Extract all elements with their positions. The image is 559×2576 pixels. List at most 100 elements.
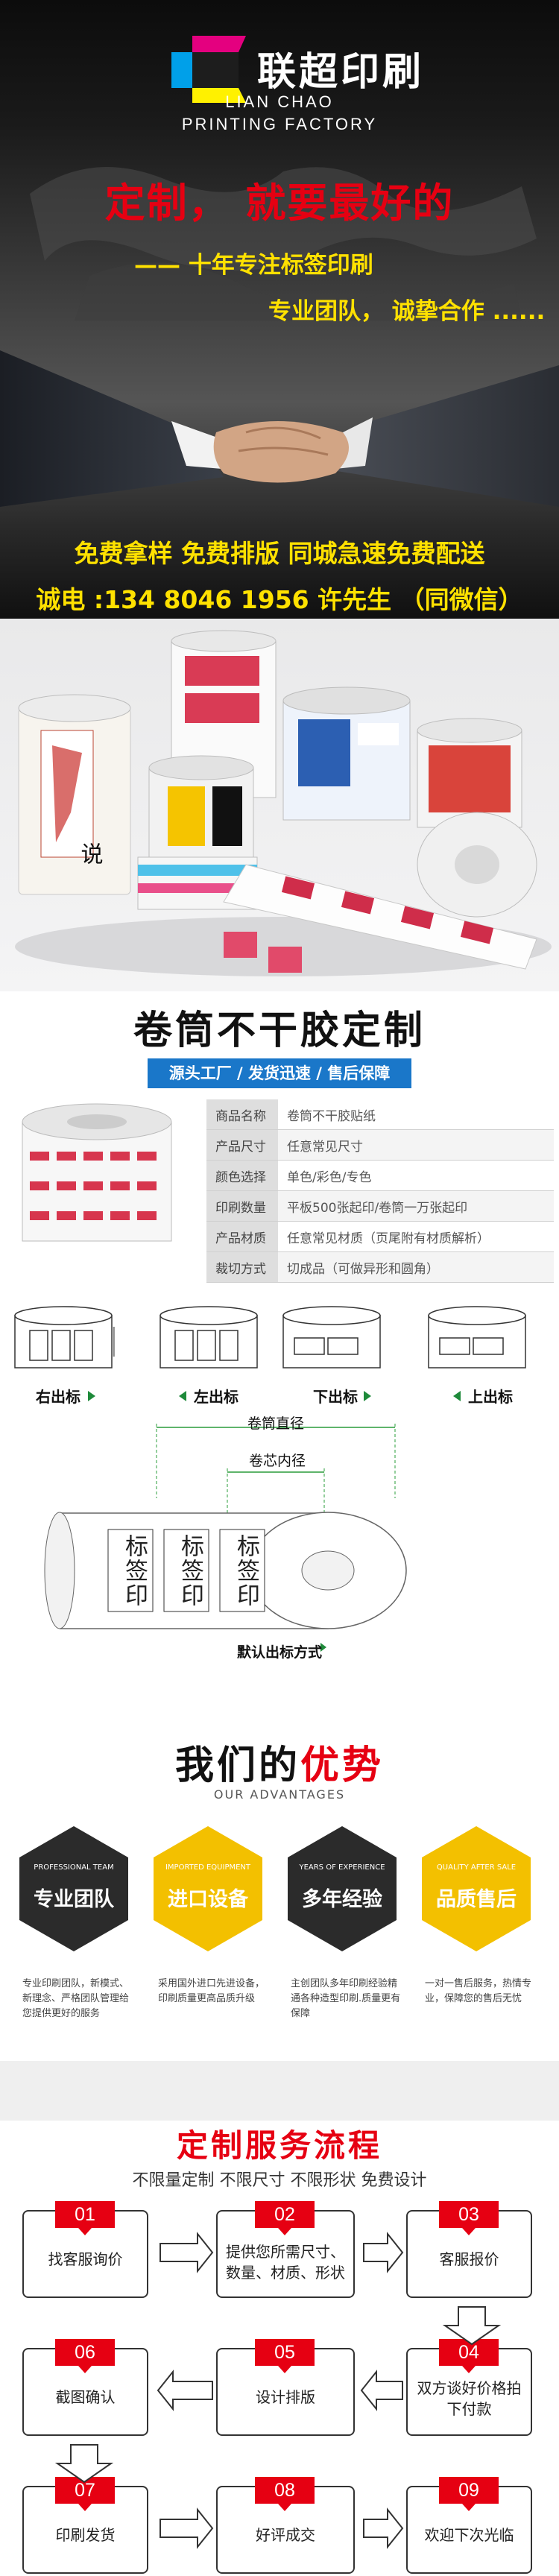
direction-right-label: 右出标 bbox=[36, 1388, 80, 1406]
step-number: 09 bbox=[439, 2477, 499, 2511]
hero-subline-2: 专业团队， 诚挚合作 ...... bbox=[268, 298, 546, 325]
step-text: 双方谈好价格拍下付款 bbox=[417, 2379, 522, 2418]
step-number: 06 bbox=[55, 2339, 115, 2373]
advantage-cn: 多年经验 bbox=[302, 1888, 382, 1911]
roll-label-section: 卷筒不干胶定制 源头工厂 / 发货迅速 / 售后保障 商品名称卷筒不干胶贴纸 产… bbox=[0, 991, 559, 1729]
roll-diameter-label: 卷筒直径 bbox=[247, 1415, 305, 1432]
step-text: 设计排版 bbox=[256, 2388, 315, 2406]
spec-row: 产品尺寸任意常见尺寸 bbox=[206, 1129, 554, 1161]
spec-value: 单色/彩色/专色 bbox=[278, 1160, 554, 1191]
handshake-image bbox=[0, 350, 559, 507]
roll-sample-image bbox=[22, 1103, 172, 1242]
process-step-09: 09 欢迎下次光临 bbox=[406, 2477, 532, 2574]
spec-row: 裁切方式切成品（可做异形和圆角） bbox=[206, 1251, 554, 1283]
world-map-graphic bbox=[30, 167, 537, 321]
arrow-right-icon bbox=[160, 2232, 214, 2273]
arrow-left-icon bbox=[453, 1391, 461, 1401]
advantage-en: IMPORTED EQUIPMENT bbox=[165, 1863, 251, 1872]
step-number: 07 bbox=[55, 2477, 115, 2511]
arrow-right-icon bbox=[364, 1391, 371, 1401]
process-arrows-row3 bbox=[160, 2507, 404, 2549]
advantages-title: 我们的优势 bbox=[0, 1734, 559, 1790]
advantage-cn: 品质售后 bbox=[436, 1888, 517, 1911]
hero-free-services: 免费拿样 免费排版 同城急速免费配送 bbox=[74, 539, 485, 568]
spec-table: 商品名称卷筒不干胶贴纸 产品尺寸任意常见尺寸 颜色选择单色/彩色/专色 印刷数量… bbox=[206, 1099, 554, 1283]
arrow-right-icon bbox=[320, 1643, 326, 1652]
label-rolls-image: 说 bbox=[15, 630, 552, 976]
advantage-hex-experience: YEARS OF EXPERIENCE 多年经验 bbox=[288, 1826, 397, 1951]
direction-left-label: 左出标 bbox=[194, 1388, 239, 1406]
advantage-desc: 采用国外进口先进设备，印刷质量更高品质升级 bbox=[158, 1978, 265, 2004]
process-section: 定制服务流程 不限量定制 不限尺寸 不限形状 免费设计 01 找客服询价 02 … bbox=[0, 2121, 559, 2576]
spec-value: 任意常见材质（页尾附有材质解析） bbox=[278, 1221, 554, 1252]
process-step-06: 06 截图确认 bbox=[22, 2339, 148, 2436]
advantages-title-black: 我们的 bbox=[174, 1743, 300, 1788]
advantage-en: YEARS OF EXPERIENCE bbox=[299, 1863, 385, 1872]
brand-en-line2: PRINTING FACTORY bbox=[181, 115, 378, 133]
roll-dimension-diagram bbox=[44, 1424, 407, 1652]
direction-arrows bbox=[88, 1391, 461, 1401]
advantage-hex-equipment: IMPORTED EQUIPMENT 进口设备 bbox=[154, 1826, 262, 1951]
arrow-right-icon bbox=[160, 2507, 214, 2549]
spec-row: 商品名称卷筒不干胶贴纸 bbox=[206, 1099, 554, 1130]
brand-en-line1: LIAN CHAO bbox=[225, 92, 334, 111]
spec-key: 裁切方式 bbox=[206, 1251, 278, 1283]
process-step-05: 05 设计排版 bbox=[216, 2339, 355, 2436]
arrow-right-icon bbox=[363, 2232, 404, 2273]
advantages-subtitle: OUR ADVANTAGES bbox=[213, 1787, 346, 1802]
step-number: 04 bbox=[439, 2339, 499, 2373]
step-number: 02 bbox=[255, 2201, 315, 2235]
roll-banner: 源头工厂 / 发货迅速 / 售后保障 bbox=[148, 1058, 411, 1088]
spec-value: 切成品（可做异形和圆角） bbox=[278, 1251, 554, 1283]
brand-name: 联超印刷 bbox=[257, 50, 425, 95]
svg-text:说: 说 bbox=[77, 842, 103, 865]
advantages-title-red: 优势 bbox=[300, 1743, 385, 1788]
advantage-cn: 专业团队 bbox=[34, 1888, 114, 1911]
step-text: 提供您所需尺寸、数量、材质、形状 bbox=[226, 2243, 345, 2282]
arrow-down-icon bbox=[442, 2306, 502, 2346]
hero-banner: 联超印刷 LIAN CHAO PRINTING FACTORY 定制， 就要最好… bbox=[0, 0, 559, 619]
process-arrows bbox=[54, 2232, 502, 2484]
step-text: 印刷发货 bbox=[55, 2526, 116, 2544]
step-text: 客服报价 bbox=[439, 2250, 499, 2268]
arrow-right-icon bbox=[363, 2507, 404, 2549]
process-step-04: 04 双方谈好价格拍下付款 bbox=[406, 2339, 532, 2436]
spec-value: 卷筒不干胶贴纸 bbox=[278, 1099, 554, 1130]
step-number: 01 bbox=[55, 2201, 115, 2235]
step-text: 找客服询价 bbox=[48, 2250, 123, 2268]
spec-row: 印刷数量平板500张起印/卷筒一万张起印 bbox=[206, 1190, 554, 1222]
advantage-en: PROFESSIONAL TEAM bbox=[34, 1863, 114, 1872]
advantage-desc: 专业印刷团队，新模式、新理念、严格团队管理给您提供更好的服务 bbox=[22, 1978, 130, 2019]
label-text-3: 标签印 bbox=[233, 1534, 259, 1608]
process-step-07: 07 印刷发货 bbox=[22, 2477, 148, 2574]
arrow-right-icon bbox=[88, 1391, 95, 1401]
direction-diagram bbox=[14, 1306, 526, 1368]
advantage-hex-professional: PROFESSIONAL TEAM 专业团队 bbox=[19, 1826, 128, 1951]
hero-phone: 诚电 :134 8046 1956 许先生 （同微信） bbox=[36, 585, 523, 614]
advantage-desc: 一对一售后服务，热情专业，保障您的售后无忧 bbox=[425, 1978, 532, 2004]
arrow-down-icon bbox=[54, 2444, 114, 2484]
spec-key: 产品尺寸 bbox=[206, 1129, 278, 1161]
spec-key: 产品材质 bbox=[206, 1221, 278, 1252]
step-text: 欢迎下次光临 bbox=[424, 2526, 514, 2544]
arrow-left-icon bbox=[179, 1391, 186, 1401]
process-step-08: 08 好评成交 bbox=[216, 2477, 355, 2574]
divider-band bbox=[0, 2061, 559, 2121]
arrow-left-icon bbox=[157, 2370, 213, 2411]
advantage-hex-aftersale: QUALITY AFTER SALE 品质售后 bbox=[422, 1826, 531, 1951]
core-diameter-label: 卷芯内径 bbox=[249, 1453, 306, 1469]
label-text-1: 标签印 bbox=[121, 1534, 148, 1608]
arrow-left-icon bbox=[360, 2370, 403, 2411]
spec-value: 平板500张起印/卷筒一万张起印 bbox=[278, 1190, 554, 1222]
advantage-en: QUALITY AFTER SALE bbox=[436, 1863, 517, 1872]
spec-key: 商品名称 bbox=[206, 1099, 278, 1130]
spec-row: 产品材质任意常见材质（页尾附有材质解析） bbox=[206, 1221, 554, 1252]
product-photo: 说 bbox=[0, 619, 559, 991]
roll-title: 卷筒不干胶定制 bbox=[133, 1008, 426, 1053]
advantage-desc: 主创团队多年印刷经验精通各种造型印刷.质量更有保障 bbox=[291, 1978, 401, 2019]
step-number: 08 bbox=[255, 2477, 315, 2511]
process-subtitle: 不限量定制 不限尺寸 不限形状 免费设计 bbox=[132, 2171, 427, 2190]
direction-down-label: 下出标 bbox=[313, 1388, 358, 1406]
spec-value: 任意常见尺寸 bbox=[278, 1129, 554, 1161]
step-number: 05 bbox=[255, 2339, 315, 2373]
